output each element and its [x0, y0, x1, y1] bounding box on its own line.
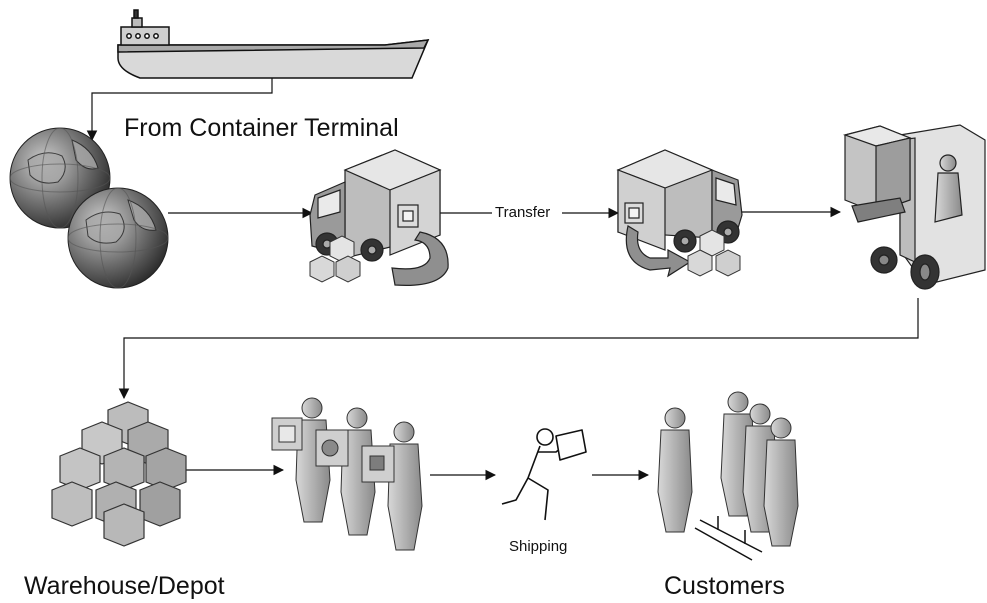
crowd-icon [657, 391, 799, 561]
person-icon [271, 397, 331, 523]
shipping-label: Shipping [509, 538, 568, 555]
boxes-icon [309, 235, 361, 283]
warehouse-depot-label: Warehouse/Depot [24, 572, 225, 600]
connectors [86, 78, 919, 481]
ship-icon [117, 9, 430, 79]
globe-icon [67, 187, 169, 289]
boxes-icon [687, 229, 741, 277]
customers-label: Customers [664, 572, 785, 600]
forklift-to-warehouse-connector [118, 298, 919, 400]
transfer-label: Transfer [494, 204, 552, 221]
ship-to-globe-connector [86, 78, 273, 142]
truck-icon [309, 149, 449, 286]
from-container-terminal-label: From Container Terminal [124, 114, 399, 142]
warehouse-icon [51, 401, 187, 547]
person-icon [361, 421, 423, 551]
runner-icon [501, 428, 587, 521]
forklift-icon [842, 124, 986, 290]
